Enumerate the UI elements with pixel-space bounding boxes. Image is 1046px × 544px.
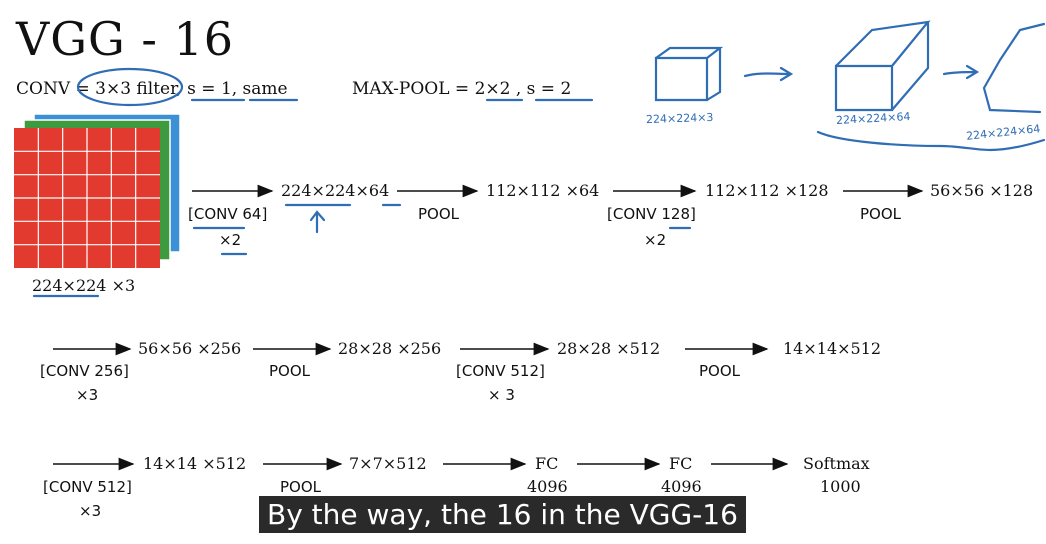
row2-dim-4: 14×14×512	[783, 339, 882, 358]
row1-op-conv64-times: ×2	[219, 231, 242, 249]
conv-params: CONV = 3×3 filter, s = 1, same	[16, 79, 288, 99]
row2-op-conv512-times: × 3	[488, 386, 515, 404]
circle-3x3-annotation	[76, 67, 184, 107]
sketch-brace	[816, 130, 1046, 152]
sketch-box	[834, 20, 931, 112]
row3-softmax: Softmax	[803, 454, 870, 473]
row3-softmax-units: 1000	[820, 477, 861, 496]
row1-dim-4: 56×56 ×128	[930, 181, 1034, 200]
input-dimension-label: 224×224 ×3	[32, 276, 136, 295]
row3-dim-1: 14×14 ×512	[143, 454, 247, 473]
row3-op-conv512: [CONV 512]	[43, 478, 132, 496]
row2-op-conv512: [CONV 512]	[456, 362, 545, 380]
row3-op-pool: POOL	[280, 478, 322, 496]
row3-fc2: FC	[669, 454, 693, 473]
pen-annotations	[32, 20, 1046, 298]
row3-op-conv512-times: ×3	[79, 502, 102, 520]
sketch-box-2	[982, 22, 1046, 114]
row1-dim-3: 112×112 ×128	[705, 181, 829, 200]
video-caption: By the way, the 16 in the VGG-16	[259, 496, 746, 533]
row2-op-pool-2: POOL	[699, 362, 741, 380]
input-volume	[14, 112, 184, 274]
red-channel	[14, 128, 160, 268]
page-title: VGG - 16	[16, 12, 235, 66]
row2-op-conv256: [CONV 256]	[40, 362, 129, 380]
row3-fc2-units: 4096	[661, 477, 702, 496]
row1-op-conv128: [CONV 128]	[607, 205, 696, 223]
row1-op-pool-2: POOL	[860, 205, 902, 223]
row3-fc1: FC	[535, 454, 559, 473]
row1-dim-2: 112×112 ×64	[486, 181, 600, 200]
row2-op-conv256-times: ×3	[76, 386, 99, 404]
up-arrow	[309, 210, 326, 234]
row1-op-conv64: [CONV 64]	[188, 205, 268, 223]
sketch-arrow-2	[942, 64, 980, 80]
row1-op-pool: POOL	[418, 205, 460, 223]
sketch-square	[654, 46, 724, 102]
row3-dim-2: 7×7×512	[349, 454, 427, 473]
row2-dim-3: 28×28 ×512	[557, 339, 661, 358]
row2-dim-2: 28×28 ×256	[338, 339, 442, 358]
row1-dim-1: 224×224×64	[281, 181, 390, 200]
input-volume-graphic	[14, 113, 181, 268]
row1-op-conv128-times: ×2	[644, 231, 667, 249]
sketch-arrow-1	[743, 66, 794, 82]
row2-dim-1: 56×56 ×256	[138, 339, 242, 358]
row3-fc1-units: 4096	[527, 477, 568, 496]
maxpool-params: MAX-POOL = 2×2 , s = 2	[352, 79, 572, 99]
row2-op-pool: POOL	[269, 362, 311, 380]
